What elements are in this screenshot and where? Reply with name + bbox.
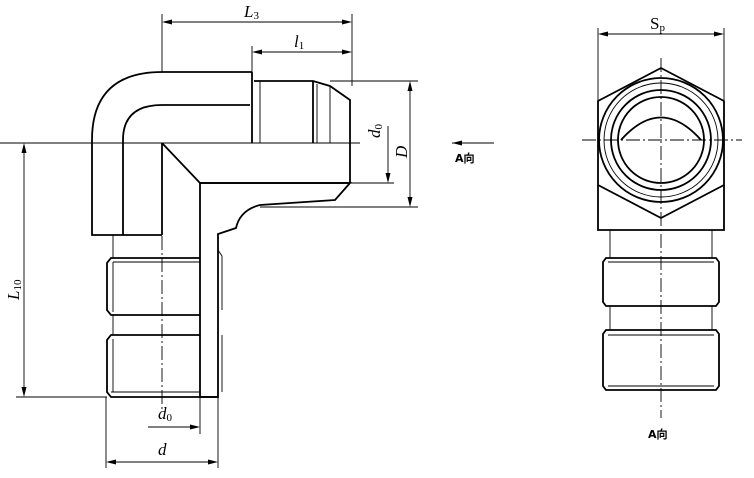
label-L3-sub: 3 <box>253 10 259 22</box>
hatched-section <box>199 182 352 398</box>
label-D: D <box>392 145 411 158</box>
label-L10-main: L <box>4 290 23 300</box>
label-d0-right: d0 <box>365 124 385 139</box>
label-Sp: Sp <box>650 15 665 34</box>
label-d0-right-sub: 0 <box>373 124 385 130</box>
view-arrow-label: A向 <box>455 152 475 165</box>
label-d: d <box>158 440 167 459</box>
front-view <box>0 14 494 468</box>
label-Sp-main: S <box>650 14 660 33</box>
label-d0-right-main: d <box>365 129 384 139</box>
label-L10: L10 <box>4 279 24 300</box>
view-caption: A向 <box>648 428 668 441</box>
label-d0-bottom-main: d <box>158 404 167 423</box>
label-l1: l1 <box>294 33 304 52</box>
label-d0-bottom: d0 <box>158 405 172 424</box>
label-L3: L3 <box>244 3 259 22</box>
label-d0-bottom-sub: 0 <box>166 412 173 424</box>
label-l1-main: l <box>294 32 299 51</box>
label-Sp-sub: p <box>659 22 665 34</box>
side-view-A <box>582 28 742 418</box>
label-L3-main: L <box>244 2 254 21</box>
label-l1-sub: 1 <box>298 40 305 52</box>
label-L10-sub: 10 <box>12 279 24 291</box>
